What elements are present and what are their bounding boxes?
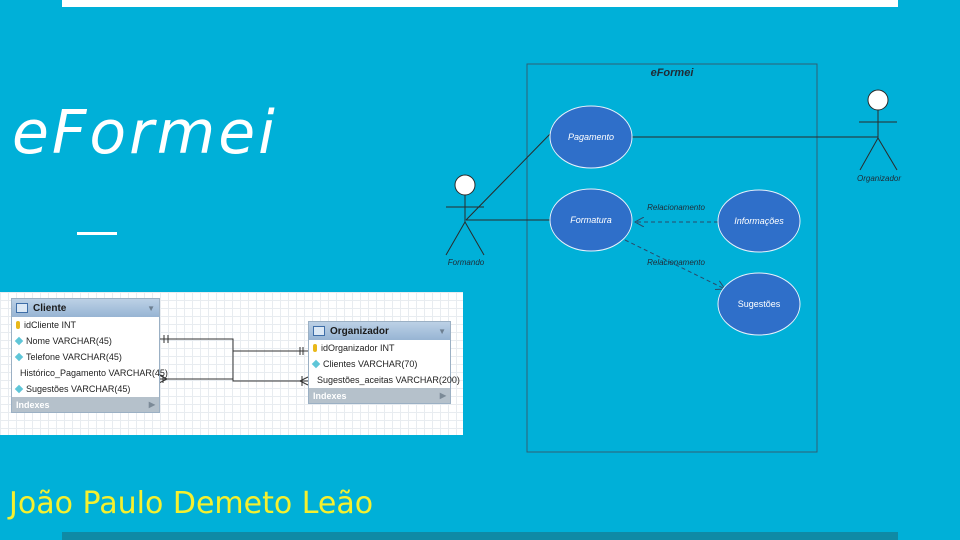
er-column: Telefone VARCHAR(45) — [12, 349, 159, 365]
er-table-name: Organizador — [330, 325, 389, 337]
actor-label: Organizador — [857, 174, 901, 183]
expand-arrow-icon[interactable]: ▶ — [148, 400, 155, 409]
er-column-label: Histórico_Pagamento VARCHAR(45) — [20, 368, 168, 378]
expand-arrow-icon[interactable]: ▶ — [439, 391, 446, 400]
er-column-label: Nome VARCHAR(45) — [26, 336, 112, 346]
er-column-label: Telefone VARCHAR(45) — [26, 352, 122, 362]
er-table-cliente[interactable]: Cliente ▼ idCliente INT Nome VARCHAR(45)… — [11, 298, 168, 413]
er-indexes-label: Indexes — [16, 399, 50, 410]
er-table-header[interactable]: Cliente ▼ — [12, 299, 159, 317]
er-diagram: Cliente ▼ idCliente INT Nome VARCHAR(45)… — [0, 292, 463, 435]
key-icon — [313, 344, 317, 352]
er-column: idCliente INT — [12, 317, 159, 333]
system-boundary — [526, 63, 818, 453]
er-table-header[interactable]: Organizador ▼ — [309, 322, 450, 340]
er-column: Clientes VARCHAR(70) — [309, 356, 450, 372]
er-indexes-label: Indexes — [313, 390, 347, 401]
relationship-label: Relacionamento — [647, 258, 705, 267]
use-case-formatura[interactable] — [549, 188, 633, 252]
er-column-label: Sugestões_aceitas VARCHAR(200) — [317, 375, 460, 385]
bottom-bar — [62, 532, 898, 540]
use-case-label: Pagamento — [568, 132, 614, 142]
er-column-label: idOrganizador INT — [321, 343, 395, 353]
er-table-name: Cliente — [33, 302, 67, 314]
association-line — [465, 130, 554, 221]
actor-formando[interactable] — [445, 174, 485, 256]
er-relationship-lines — [158, 335, 309, 386]
title-underline — [77, 232, 117, 235]
actor-label: Formando — [448, 258, 485, 267]
actor-organizador[interactable] — [859, 89, 898, 171]
dropdown-arrow-icon[interactable]: ▼ — [438, 326, 446, 336]
er-column: Sugestões_aceitas VARCHAR(200) — [309, 372, 460, 388]
er-indexes-bar[interactable]: Indexes ▶ — [309, 388, 450, 403]
dropdown-arrow-icon[interactable]: ▼ — [147, 303, 155, 313]
use-case-label: Sugestões — [738, 299, 781, 309]
system-name: eFormei — [651, 67, 695, 79]
er-column: Nome VARCHAR(45) — [12, 333, 159, 349]
er-column: Histórico_Pagamento VARCHAR(45) — [12, 365, 168, 381]
use-case-pagamento[interactable] — [549, 105, 633, 169]
er-table-organizador[interactable]: Organizador ▼ idOrganizador INT Clientes… — [308, 321, 460, 404]
er-column: Sugestões VARCHAR(45) — [12, 381, 159, 397]
er-indexes-bar[interactable]: Indexes ▶ — [12, 397, 159, 412]
use-case-label: Formatura — [570, 215, 612, 225]
relationship-arrow — [624, 239, 725, 289]
use-case-label: Informações — [734, 216, 784, 226]
use-case-informacoes[interactable] — [717, 189, 801, 253]
er-column: idOrganizador INT — [309, 340, 450, 356]
author-name: João Paulo Demeto Leão — [9, 486, 374, 521]
slide-title: eFormei — [12, 98, 278, 168]
er-column-label: idCliente INT — [24, 320, 77, 330]
relationship-label: Relacionamento — [647, 203, 705, 212]
table-icon — [16, 303, 28, 313]
key-icon — [16, 321, 20, 329]
er-column-label: Clientes VARCHAR(70) — [323, 359, 418, 369]
top-bar — [62, 0, 898, 7]
table-icon — [313, 326, 325, 336]
use-case-sugestoes[interactable] — [717, 272, 801, 336]
er-column-label: Sugestões VARCHAR(45) — [26, 384, 131, 394]
